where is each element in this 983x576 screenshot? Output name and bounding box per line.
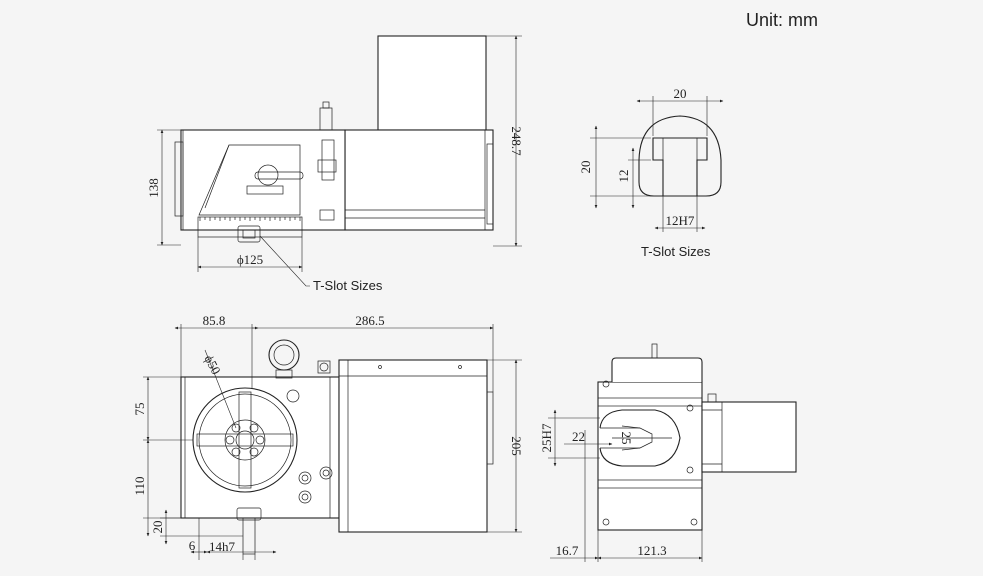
dim-tslot-12h7: 12H7 bbox=[666, 213, 695, 228]
dim-22: 22 bbox=[572, 429, 585, 444]
side-housing bbox=[180, 129, 346, 231]
dim-121-3: 121.3 bbox=[637, 543, 666, 558]
dim-20-bottom: 20 bbox=[150, 521, 165, 534]
end-motor bbox=[701, 401, 797, 473]
dim-phi-125: ϕ125 bbox=[237, 252, 263, 267]
dim-tslot-20-top: 20 bbox=[674, 86, 687, 101]
dim-6: 6 bbox=[189, 538, 196, 553]
dim-248-7: 248.7 bbox=[509, 126, 524, 156]
dim-75: 75 bbox=[132, 403, 147, 416]
dim-286-5: 286.5 bbox=[355, 313, 384, 328]
top-motor-body bbox=[338, 359, 488, 533]
dim-tslot-20-left: 20 bbox=[578, 161, 593, 174]
dim-14h7: 14h7 bbox=[209, 539, 236, 554]
side-motor-box bbox=[377, 35, 487, 131]
top-view: 85.8 286.5 ϕ50 75 110 20 6 14h7 205 bbox=[132, 313, 524, 560]
dim-tslot-12: 12 bbox=[616, 170, 631, 183]
dim-16-7: 16.7 bbox=[556, 543, 579, 558]
dim-205: 205 bbox=[509, 436, 524, 456]
side-main-body bbox=[344, 129, 494, 231]
eye-bolt bbox=[268, 339, 300, 371]
tslot-label-right: T-Slot Sizes bbox=[641, 244, 711, 259]
tslot-label-left: T-Slot Sizes bbox=[313, 278, 383, 293]
end-main-body bbox=[597, 381, 703, 531]
end-view: 25H7 22 25 16.7 121.3 bbox=[539, 343, 797, 562]
top-main-block bbox=[180, 376, 340, 519]
dim-phi-50: ϕ50 bbox=[201, 352, 224, 377]
unit-label: Unit: mm bbox=[746, 10, 818, 30]
end-spindle bbox=[599, 409, 681, 467]
tslot-detail: 20 20 12 12H7 T-Slot Sizes bbox=[578, 86, 724, 259]
side-view: T-Slot Sizes 138 248.7 ϕ125 bbox=[146, 35, 524, 293]
dim-85-8: 85.8 bbox=[203, 313, 226, 328]
dim-25: 25 bbox=[619, 432, 634, 445]
dim-110: 110 bbox=[132, 476, 147, 495]
dim-138: 138 bbox=[146, 178, 161, 198]
dim-25h7: 25H7 bbox=[539, 423, 554, 452]
